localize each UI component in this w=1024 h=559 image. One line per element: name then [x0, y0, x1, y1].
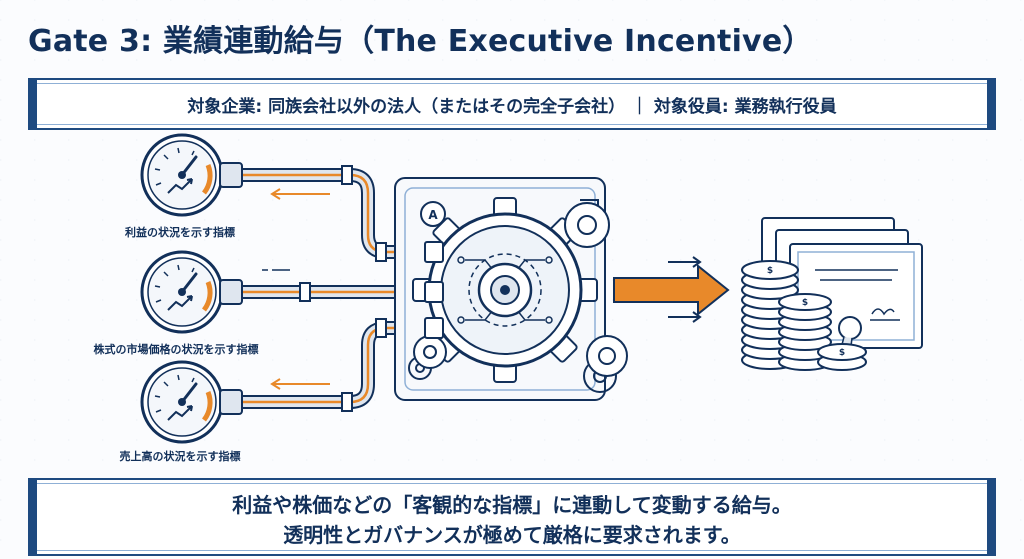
output-arrow-icon [613, 263, 730, 317]
target-criteria-text: 対象企業: 同族会社以外の法人（またはその完全子会社） ｜ 対象役員: 業務執行… [187, 97, 837, 117]
gauge-profit-icon [142, 135, 242, 215]
svg-text:A: A [428, 208, 438, 222]
gauge-label-sales: 売上高の状況を示す指標 [119, 450, 241, 463]
svg-text:$: $ [839, 348, 845, 358]
gauge-label-profit: 利益の状況を示す指標 [125, 226, 235, 239]
svg-text:$: $ [767, 266, 773, 276]
target-criteria-bar: 対象企業: 同族会社以外の法人（またはその完全子会社） ｜ 対象役員: 業務執行… [28, 78, 996, 130]
incentive-diagram: A [0, 130, 1024, 475]
summary-line-2: 透明性とガバナンスが極めて厳格に要求されます。 [283, 523, 741, 547]
summary-box: 利益や株価などの「客観的な指標」に連動して変動する給与。 透明性とガバナンスが極… [28, 478, 996, 556]
gauge-sales-icon [142, 362, 242, 442]
incentive-engine-icon: A [394, 177, 628, 401]
svg-text:$: $ [802, 298, 808, 308]
page-title: Gate 3: 業績連動給与（The Executive Incentive） [28, 24, 813, 59]
gauge-label-stock-price: 株式の市場価格の状況を示す指標 [93, 343, 259, 356]
compensation-output-icon: $ $ $ [741, 217, 923, 371]
gauge-stock-price-icon [142, 252, 242, 332]
summary-line-1: 利益や株価などの「客観的な指標」に連動して変動する給与。 [232, 493, 792, 517]
